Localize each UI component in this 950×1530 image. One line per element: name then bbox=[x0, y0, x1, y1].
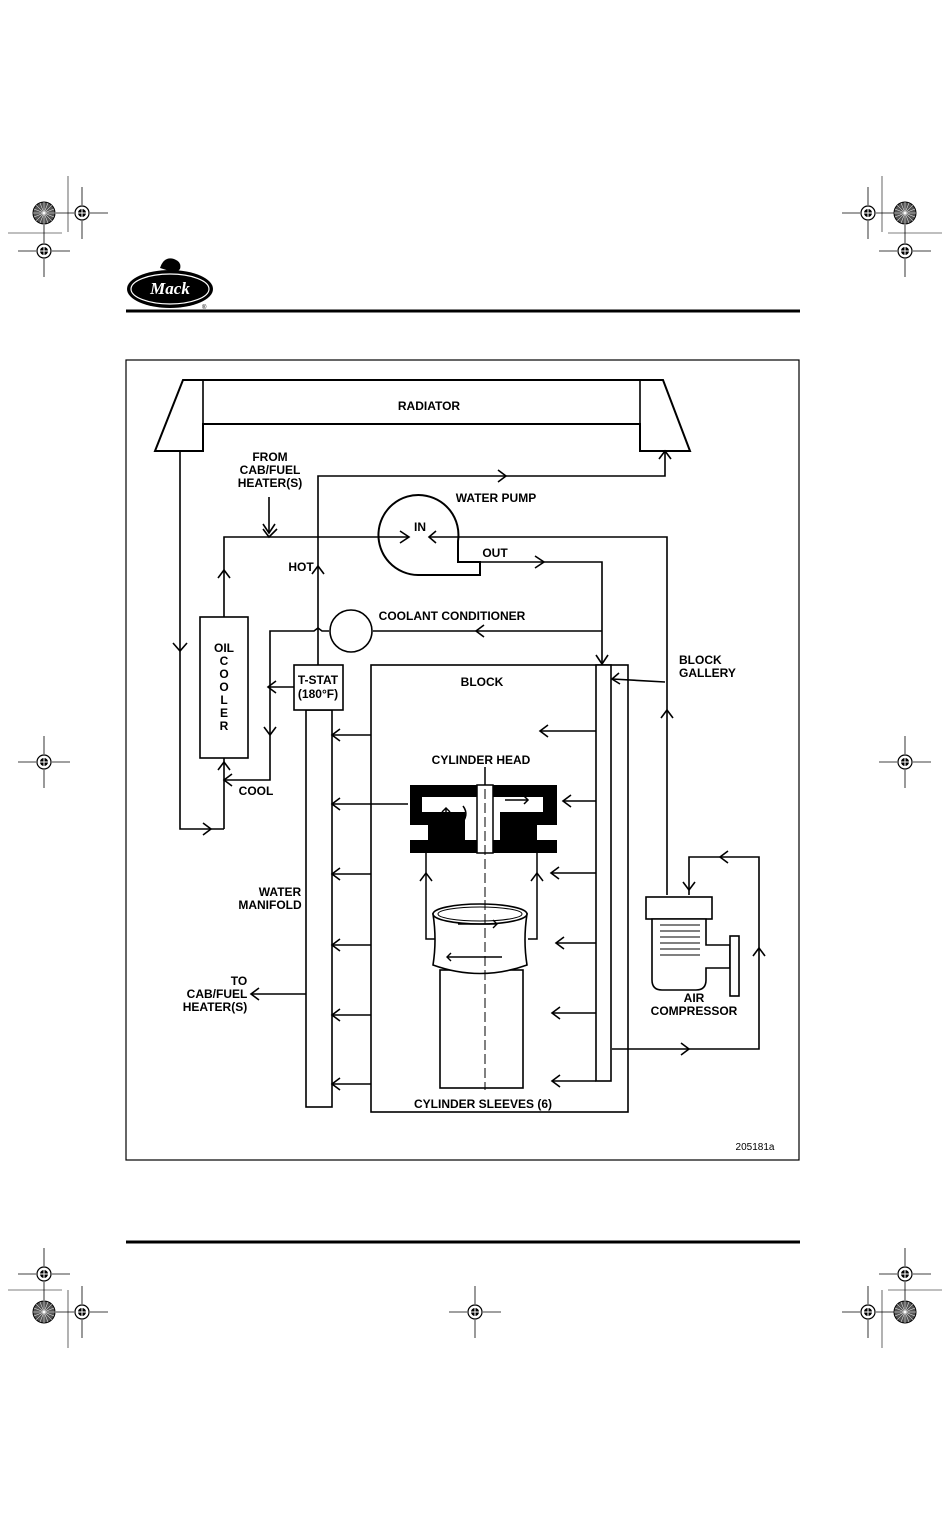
mack-logo: Mack ® bbox=[127, 258, 213, 311]
oil-cooler-letter-3: O bbox=[219, 680, 228, 694]
pump-out-label: OUT bbox=[482, 546, 508, 560]
pump-in-label: IN bbox=[414, 520, 426, 534]
oil-cooler-label-top: OIL bbox=[214, 641, 234, 655]
air-compressor bbox=[646, 897, 739, 996]
manifold-arrows bbox=[332, 729, 408, 1090]
coolant-conditioner-label: COOLANT CONDITIONER bbox=[379, 609, 526, 623]
gallery-arrows bbox=[540, 725, 596, 1087]
cylinder-sleeve bbox=[433, 900, 527, 1090]
hot-label: HOT bbox=[288, 560, 314, 574]
logo-text: Mack bbox=[149, 279, 190, 298]
tstat-label-1: T-STAT bbox=[298, 673, 339, 687]
from-heater-label-3: HEATER(S) bbox=[238, 476, 302, 490]
from-heater-label-2: CAB/FUEL bbox=[240, 463, 301, 477]
air-compressor-label-1: AIR bbox=[684, 991, 705, 1005]
water-pump bbox=[378, 495, 480, 575]
coolant-conditioner bbox=[330, 610, 372, 652]
oil-cooler-letter-1: C bbox=[220, 654, 229, 668]
water-manifold-label-1: WATER bbox=[259, 885, 302, 899]
oil-cooler-letter-4: L bbox=[220, 693, 227, 707]
radiator bbox=[155, 380, 690, 451]
block-gallery-label-1: BLOCK bbox=[679, 653, 722, 667]
to-heater-label-1: TO bbox=[231, 974, 247, 988]
water-manifold bbox=[306, 710, 332, 1107]
figure-number: 205181a bbox=[736, 1142, 775, 1153]
from-heater-label-1: FROM bbox=[252, 450, 287, 464]
cylinder-head-label: CYLINDER HEAD bbox=[432, 753, 531, 767]
air-compressor-label-2: COMPRESSOR bbox=[651, 1004, 738, 1018]
block-gallery-label-2: GALLERY bbox=[679, 666, 736, 680]
water-pump-label: WATER PUMP bbox=[456, 491, 536, 505]
oil-cooler-letter-2: O bbox=[219, 667, 228, 681]
oil-cooler-letter-6: R bbox=[220, 719, 229, 733]
cylinder-sleeves-label: CYLINDER SLEEVES (6) bbox=[414, 1097, 552, 1111]
to-heater-label-2: CAB/FUEL bbox=[187, 987, 248, 1001]
cool-label: COOL bbox=[239, 784, 274, 798]
tstat-label-2: (180°F) bbox=[298, 687, 338, 701]
block-label: BLOCK bbox=[461, 675, 504, 689]
block-gallery bbox=[596, 665, 611, 1081]
water-manifold-label-2: MANIFOLD bbox=[238, 898, 302, 912]
to-heater-label-3: HEATER(S) bbox=[183, 1000, 247, 1014]
radiator-label: RADIATOR bbox=[398, 399, 461, 413]
oil-cooler-letter-5: E bbox=[220, 706, 228, 720]
